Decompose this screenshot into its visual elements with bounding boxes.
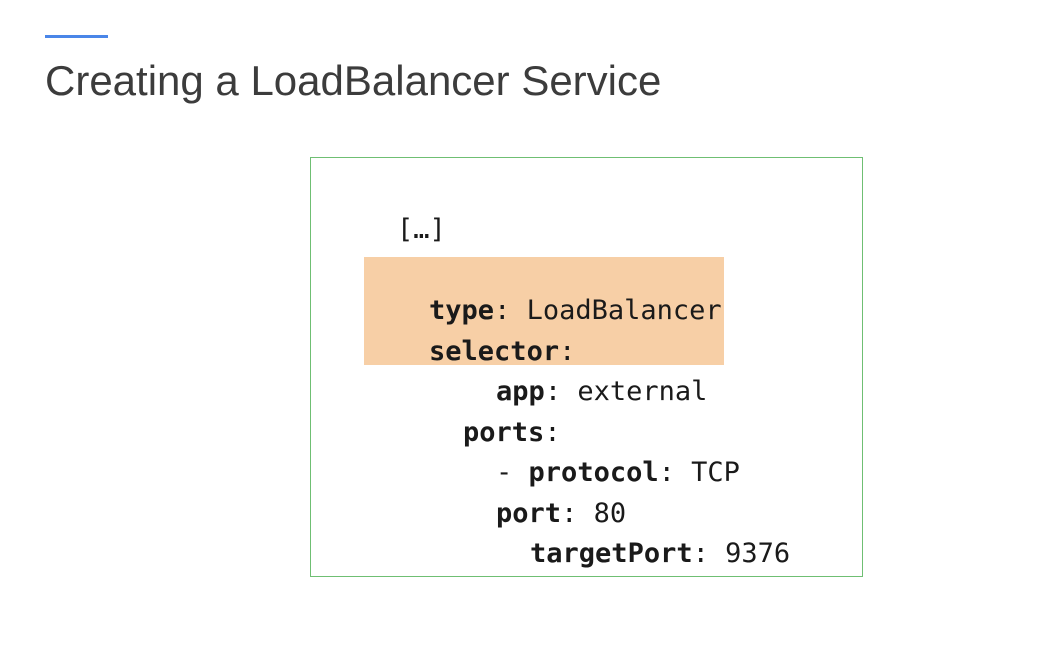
code-separator: : bbox=[494, 295, 527, 326]
code-value: LoadBalancer bbox=[526, 295, 722, 326]
code-line-targetport: targetPort: 9376 bbox=[465, 500, 790, 608]
code-line-ellipsis: […] bbox=[332, 176, 446, 284]
code-separator: : bbox=[544, 376, 578, 407]
code-key: protocol bbox=[528, 457, 659, 488]
code-separator: : bbox=[561, 498, 594, 529]
yaml-code-box: […] spec: type: LoadBalancer selector: a… bbox=[310, 157, 863, 577]
code-line-selector: selector: bbox=[364, 298, 575, 406]
code-line-protocol: - protocol: TCP bbox=[431, 419, 740, 527]
code-list-dash: - bbox=[496, 457, 529, 488]
code-line-port: port: 80 bbox=[431, 460, 626, 568]
code-line-type-highlighted: type: LoadBalancer bbox=[364, 257, 724, 365]
code-separator: : bbox=[544, 417, 561, 448]
code-key: type bbox=[429, 295, 495, 326]
code-separator: : bbox=[692, 538, 726, 569]
code-value: TCP bbox=[691, 457, 740, 488]
code-key: ports bbox=[463, 417, 545, 448]
code-value: 9376 bbox=[725, 538, 791, 569]
code-key: targetPort bbox=[530, 538, 693, 569]
code-separator: : bbox=[658, 457, 692, 488]
code-value: external bbox=[577, 376, 708, 407]
code-key: port bbox=[496, 498, 562, 529]
code-separator: : bbox=[559, 336, 576, 367]
code-value: 80 bbox=[593, 498, 627, 529]
code-key: selector bbox=[429, 336, 560, 367]
code-line-app: app: external bbox=[431, 338, 707, 446]
code-value: […] bbox=[397, 214, 446, 245]
slide-title: Creating a LoadBalancer Service bbox=[45, 57, 662, 104]
code-line-ports: ports: bbox=[398, 379, 561, 487]
code-key: app bbox=[496, 376, 545, 407]
title-accent-bar bbox=[45, 35, 108, 38]
